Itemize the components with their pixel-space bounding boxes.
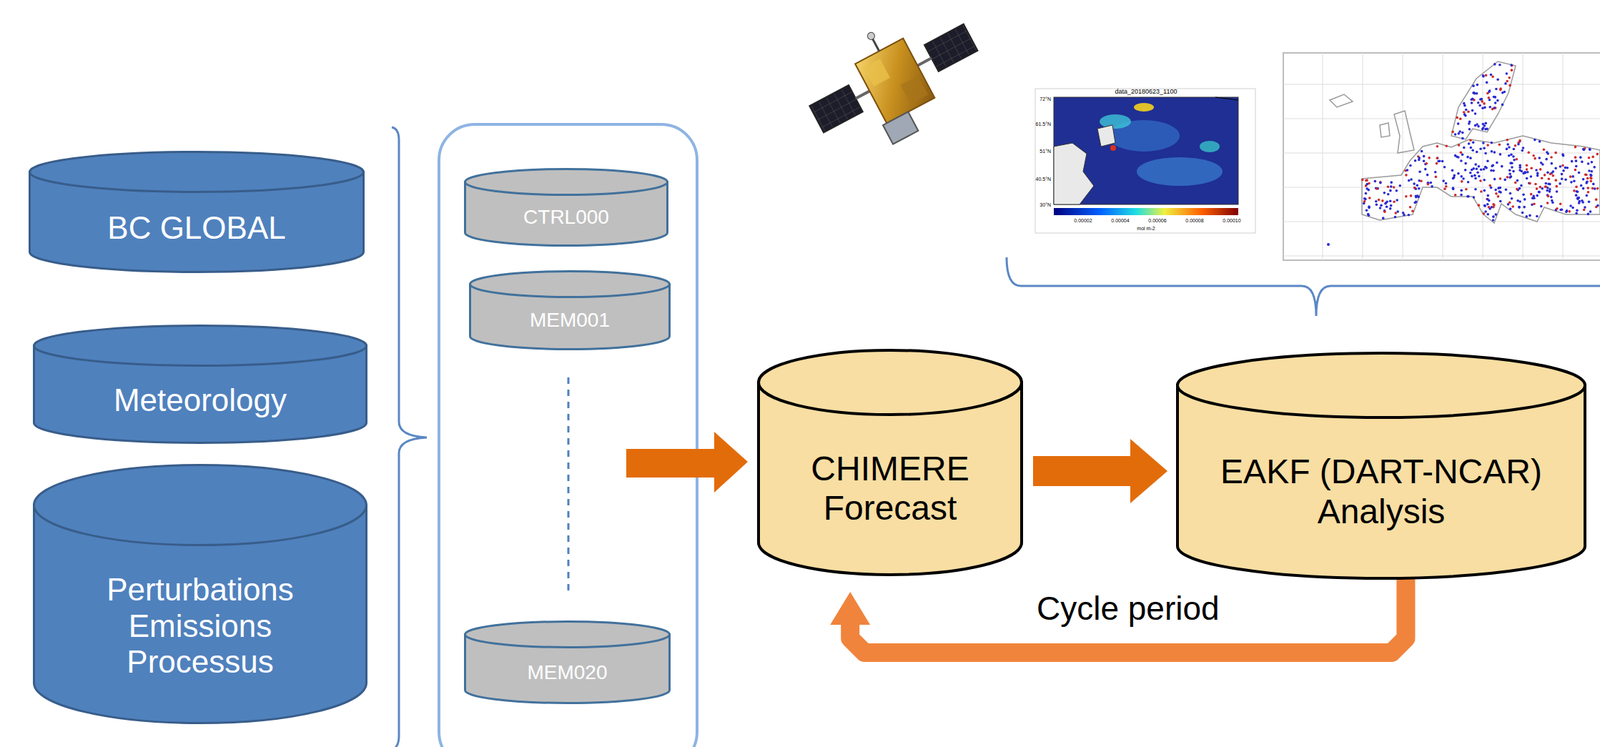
node-label: BC GLOBAL bbox=[50, 210, 344, 247]
node-label: CTRL000 bbox=[475, 205, 658, 229]
axis-tick: 61.5°N bbox=[1035, 121, 1051, 127]
text-holder: CTRL000 bbox=[463, 193, 669, 242]
text-holder: CHIMERE Forecast bbox=[757, 413, 1024, 564]
ensemble-container bbox=[438, 124, 698, 747]
node-label: MEM020 bbox=[475, 661, 660, 685]
ensemble-member: MEM001 bbox=[468, 270, 671, 351]
text-holder: Meteorology bbox=[32, 364, 368, 437]
input-arrow bbox=[626, 431, 748, 493]
ensemble-dash bbox=[567, 377, 570, 592]
plot-title: data_20180623_1100 bbox=[1115, 87, 1178, 96]
text-holder: MEM001 bbox=[468, 295, 671, 346]
axis-tick: 40.5°N bbox=[1035, 176, 1051, 182]
curly-brace bbox=[1006, 257, 1600, 316]
cycle-arrow bbox=[850, 576, 1406, 653]
satellite-icon bbox=[792, 0, 998, 171]
ensemble-member: MEM020 bbox=[463, 620, 671, 705]
colorbar-tick: 0.00010 bbox=[1222, 218, 1241, 224]
edge-label: Cycle period bbox=[1033, 589, 1223, 628]
text-holder: BC GLOBAL bbox=[28, 190, 365, 266]
station-map bbox=[1283, 52, 1600, 261]
perturbation-cylinder: Perturbations Emissions Processus bbox=[32, 463, 368, 725]
boundary-data-cylinder: BC GLOBAL bbox=[28, 150, 365, 274]
text-holder: EAKF (DART-NCAR) Analysis bbox=[1176, 416, 1587, 567]
node-label: CHIMERE Forecast bbox=[778, 448, 1002, 528]
node-label: EAKF (DART-NCAR) Analysis bbox=[1204, 451, 1558, 531]
column-map-plot bbox=[1035, 88, 1256, 234]
text-holder: Perturbations Emissions Processus bbox=[32, 544, 368, 709]
colorbar-tick: 0.00008 bbox=[1185, 218, 1204, 224]
colorbar-unit: mol m-2 bbox=[1136, 225, 1155, 231]
curly-brace bbox=[391, 127, 427, 747]
flow-arrow bbox=[1033, 456, 1131, 487]
text-holder: MEM020 bbox=[463, 646, 671, 700]
forecast-cylinder: CHIMERE Forecast bbox=[757, 348, 1024, 577]
colorbar-tick: 0.00004 bbox=[1110, 218, 1129, 224]
analysis-cylinder: EAKF (DART-NCAR) Analysis bbox=[1176, 351, 1587, 580]
node-label: MEM001 bbox=[480, 308, 660, 332]
colorbar-tick: 0.00002 bbox=[1073, 218, 1092, 224]
ensemble-member: CTRL000 bbox=[463, 168, 669, 247]
colorbar-tick: 0.00006 bbox=[1148, 218, 1167, 224]
meteorology-cylinder: Meteorology bbox=[32, 324, 368, 444]
node-label: Meteorology bbox=[54, 382, 347, 419]
node-label: Perturbations Emissions Processus bbox=[82, 571, 318, 681]
axis-tick: 51°N bbox=[1039, 148, 1051, 154]
axis-tick: 72°N bbox=[1039, 96, 1051, 102]
axis-tick: 30°N bbox=[1039, 202, 1051, 208]
